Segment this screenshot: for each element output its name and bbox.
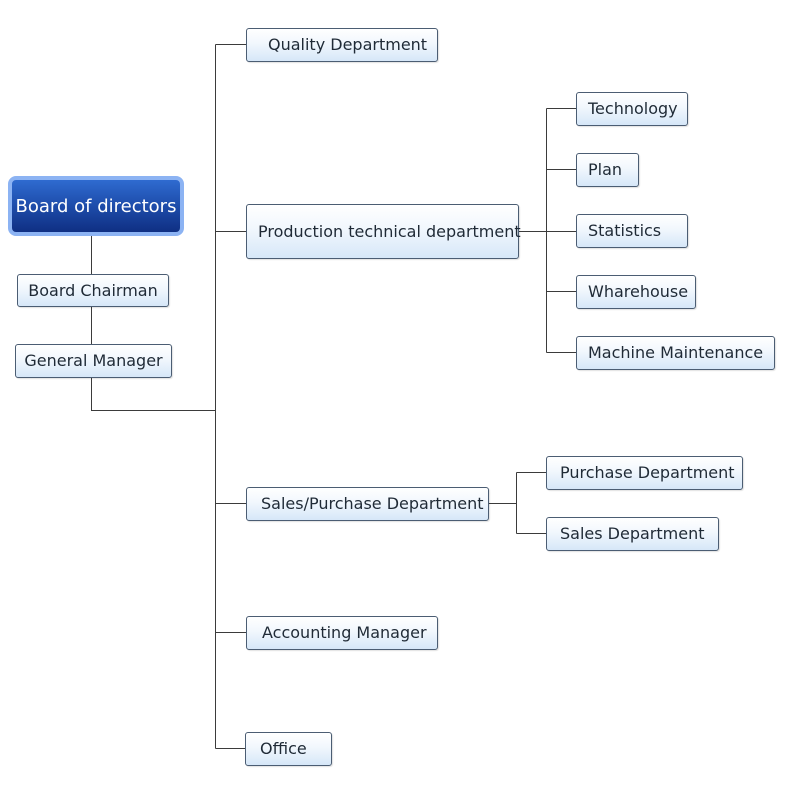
sales-purchase-department-node: Sales/Purchase Department [246,487,489,521]
quality-department-node: Quality Department [246,28,438,62]
technology-node: Technology [576,92,688,126]
purchase-department-node: Purchase Department [546,456,743,490]
plan-node: Plan [576,153,639,187]
wharehouse-node: Wharehouse [576,275,696,309]
connector-gm-trunk [91,378,216,411]
general-manager-node: General Manager [15,344,172,378]
board-of-directors-node: Board of directors [8,176,184,236]
production-technical-department-node: Production technical department [246,204,521,259]
machine-maintenance-node: Machine Maintenance [576,336,775,370]
board-chairman-node: Board Chairman [17,274,169,307]
office-node: Office [245,732,332,766]
accounting-manager-node: Accounting Manager [246,616,438,650]
statistics-node: Statistics [576,214,688,248]
sales-department-node: Sales Department [546,517,719,551]
